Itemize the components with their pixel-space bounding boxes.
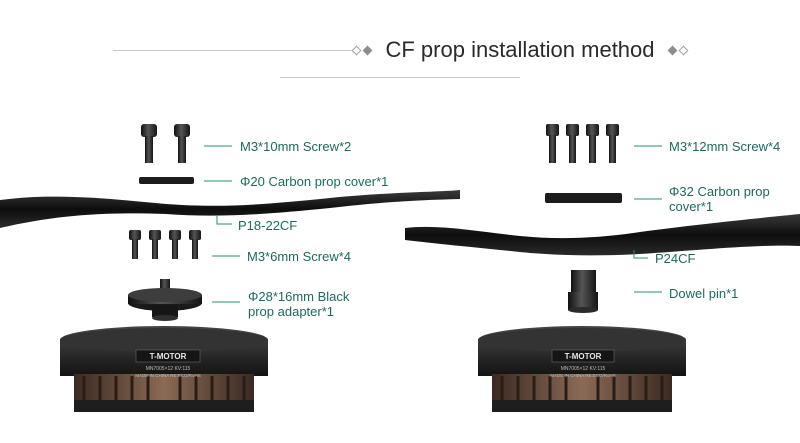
- left-screw-top-1: [141, 124, 157, 163]
- left-prop-adapter: [128, 279, 202, 321]
- left-motor: [60, 326, 268, 412]
- left-motor-model: MN7005×12 KV:115: [146, 366, 191, 372]
- title-rule-left: [113, 49, 354, 51]
- diagram-title-row: CF prop installation method: [0, 36, 800, 89]
- left-screws-bottom: [129, 230, 201, 259]
- left-screw-bottom-label: M3*6mm Screw*4: [247, 249, 352, 264]
- right-cover-label: Φ32 Carbon prop cover*1: [669, 184, 770, 214]
- right-motor-brand: T-MOTOR: [565, 352, 602, 361]
- left-motor-origin: MADE IN CHINA RE:ECO/RoHS: [135, 373, 201, 378]
- right-dowel-label: Dowel pin*1: [669, 286, 739, 301]
- left-adapter-label: Φ28*16mm Black prop adapter*1: [248, 289, 350, 319]
- right-motor: [478, 326, 686, 412]
- right-prop-cover: [545, 193, 622, 203]
- left-prop-cover: [139, 177, 194, 184]
- right-screw-top-label: M3*12mm Screw*4: [669, 139, 781, 154]
- left-prop-leader: [216, 216, 232, 225]
- left-screw-top-label: M3*10mm Screw*2: [240, 139, 352, 154]
- right-prop-leader: [633, 250, 648, 259]
- right-propeller: [405, 214, 800, 256]
- left-motor-brand: T-MOTOR: [150, 352, 187, 361]
- right-dowel-pin: [568, 270, 598, 313]
- diagram-title: CF prop installation method: [385, 37, 655, 63]
- right-prop-label: P24CF: [655, 251, 696, 266]
- right-motor-model: MN7005×12 KV:115: [561, 366, 606, 372]
- left-propeller: [0, 190, 460, 228]
- left-screw-top-2: [174, 124, 190, 163]
- left-prop-label: P18-22CF: [238, 218, 298, 233]
- title-rule-right: [280, 76, 520, 78]
- right-screws-top: [546, 124, 619, 163]
- right-motor-origin: MADE IN CHINA RE:ECO/RoHS: [550, 373, 616, 378]
- left-cover-label: Φ20 Carbon prop cover*1: [240, 174, 389, 189]
